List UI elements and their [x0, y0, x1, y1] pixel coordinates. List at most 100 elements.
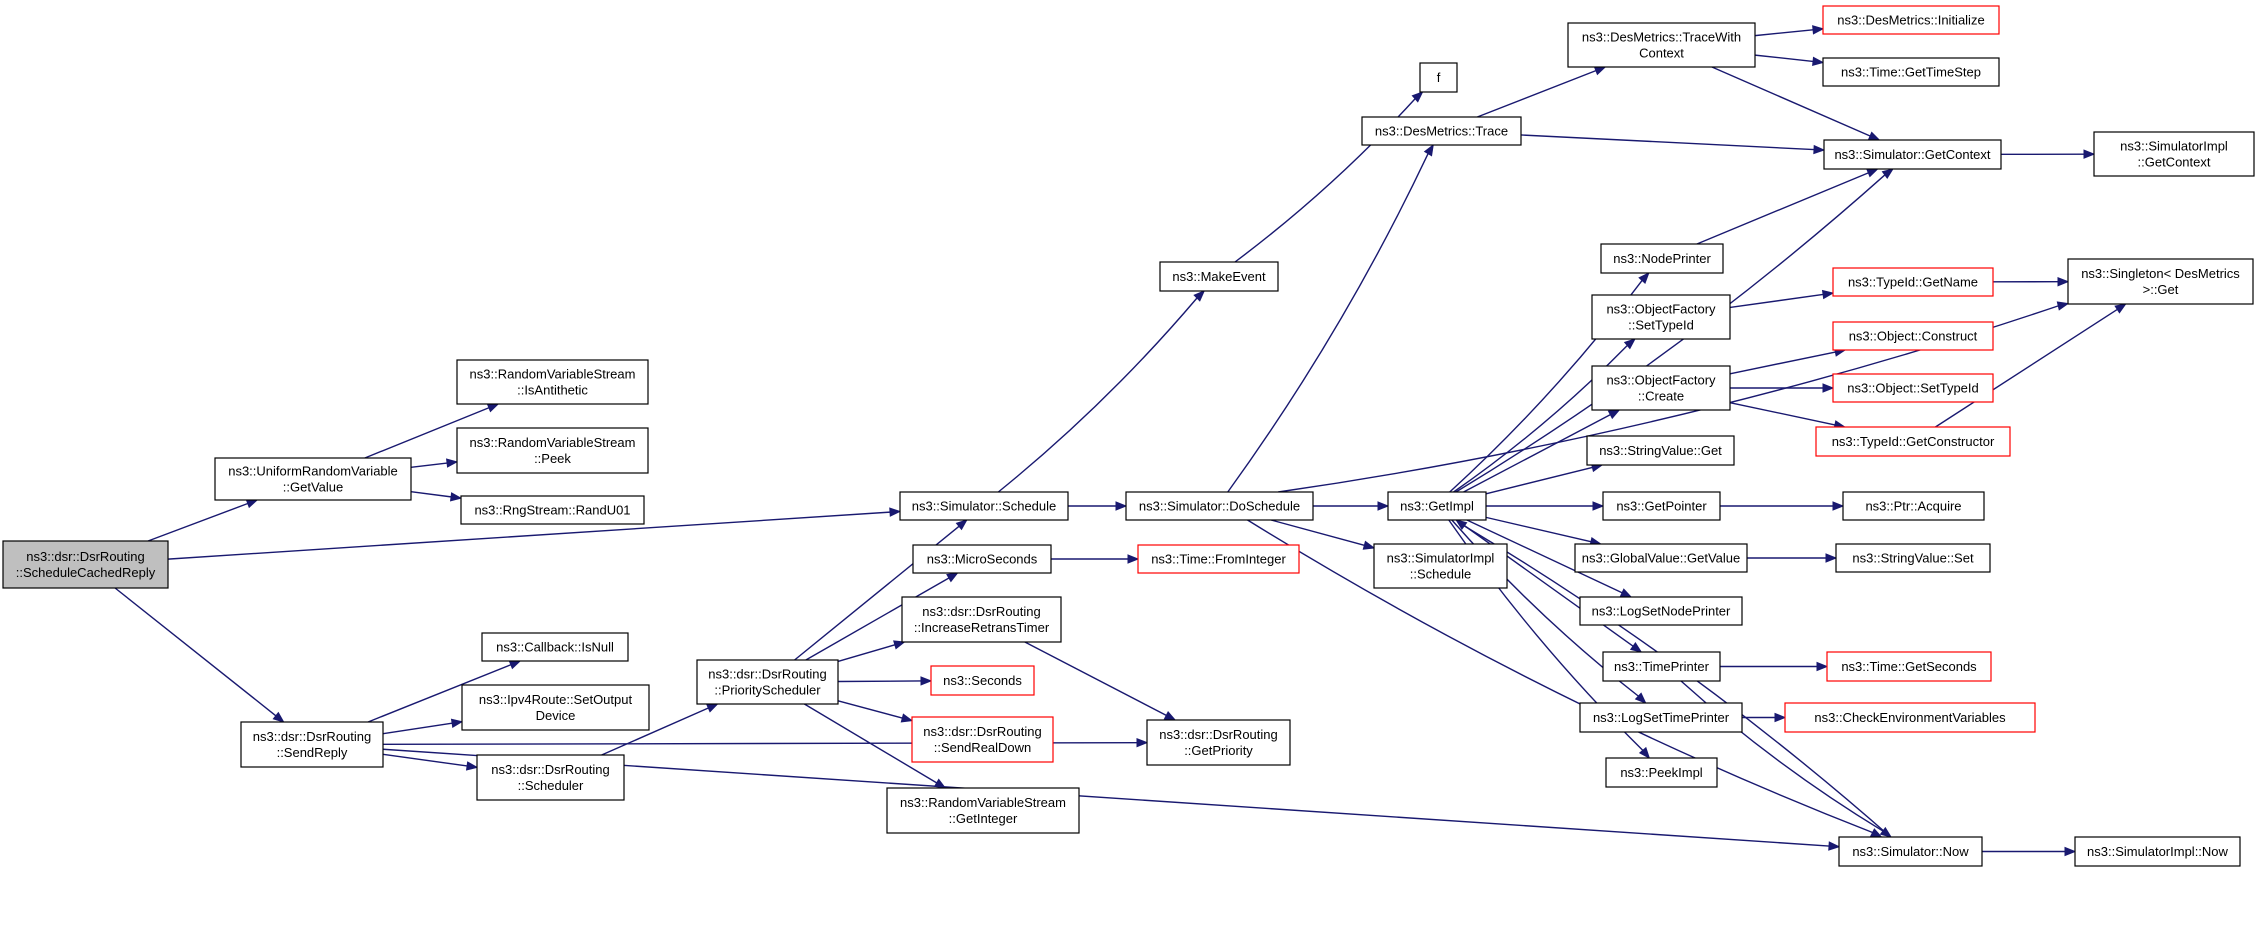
node-n31[interactable]: ns3::Time::GetSeconds — [1826, 651, 1992, 682]
node-n4[interactable]: ns3::RngStream::RandU01 — [460, 495, 645, 525]
node-n16[interactable]: ns3::GetImpl — [1387, 491, 1487, 521]
node-n15[interactable]: ns3::Singleton< DesMetrics>::Get — [2067, 258, 2254, 305]
node-box — [1579, 702, 1743, 733]
node-n17[interactable]: ns3::NodePrinter — [1600, 243, 1724, 274]
node-n44[interactable]: ns3::RandomVariableStream::GetInteger — [886, 787, 1080, 834]
edge-n9-to-n10 — [1477, 66, 1607, 118]
node-n42[interactable]: ns3::Seconds — [930, 665, 1035, 696]
node-box — [899, 491, 1069, 521]
edge-n0-to-n5 — [167, 507, 902, 560]
edge-n16-to-n27 — [1485, 516, 1603, 547]
node-n41[interactable]: ns3::dsr::DsrRouting::GetPriority — [1146, 719, 1291, 766]
node-label: ::PriorityScheduler — [714, 683, 821, 698]
node-box — [1832, 373, 1994, 403]
node-n0[interactable]: ns3::dsr::DsrRouting::ScheduleCachedRepl… — [2, 540, 169, 589]
node-n36[interactable]: ns3::SimulatorImpl::Now — [2074, 836, 2241, 867]
node-n39[interactable]: ns3::Time::FromInteger — [1137, 544, 1300, 574]
node-label: ns3::Object::Construct — [1849, 329, 1978, 344]
node-label: ns3::LogSetTimePrinter — [1593, 710, 1730, 725]
node-box — [2, 540, 169, 589]
edge-n45-to-n42 — [837, 676, 933, 686]
node-n22[interactable]: ns3::Object::SetTypeId — [1832, 373, 1994, 403]
edge-n0-to-n1 — [147, 499, 259, 542]
node-n14[interactable]: ns3::SimulatorImpl::GetContext — [2093, 131, 2255, 177]
node-box — [1373, 543, 1508, 589]
node-box — [1838, 836, 1983, 867]
node-n47[interactable]: ns3::Callback::IsNull — [481, 632, 629, 662]
node-n27[interactable]: ns3::GlobalValue::GetValue — [1574, 543, 1748, 573]
edge-n13-to-n14 — [2000, 149, 2096, 159]
edge-n23-to-n15 — [1935, 303, 2127, 428]
node-label: ns3::Time::GetSeconds — [1841, 659, 1977, 674]
node-n34[interactable]: ns3::PeekImpl — [1605, 757, 1718, 788]
node-label: ns3::ObjectFactory — [1606, 302, 1716, 317]
node-n49[interactable]: ns3::dsr::DsrRouting::Scheduler — [476, 754, 625, 801]
edge-n16-to-n30 — [1456, 519, 1643, 653]
node-n46[interactable]: ns3::dsr::DsrRouting::SendReply — [240, 721, 384, 768]
node-n25[interactable]: ns3::GetPointer — [1602, 491, 1721, 521]
node-label: ns3::SimulatorImpl — [2120, 139, 2228, 154]
node-box — [1823, 139, 2002, 170]
edge-n27-to-n28 — [1747, 553, 1838, 563]
node-n40[interactable]: ns3::dsr::DsrRouting::IncreaseRetransTim… — [901, 596, 1062, 643]
node-n32[interactable]: ns3::LogSetTimePrinter — [1579, 702, 1743, 733]
node-label: ns3::CheckEnvironmentVariables — [1814, 710, 2006, 725]
node-box — [1591, 365, 1731, 411]
node-n33[interactable]: ns3::CheckEnvironmentVariables — [1784, 702, 2036, 733]
node-n38[interactable]: ns3::MicroSeconds — [912, 544, 1052, 574]
node-label: ::Peek — [534, 451, 571, 466]
node-n11[interactable]: ns3::DesMetrics::Initialize — [1822, 5, 2000, 35]
node-label: ns3::Time::FromInteger — [1151, 552, 1286, 567]
edge-n38-to-n39 — [1050, 554, 1140, 564]
node-box — [901, 596, 1062, 643]
node-n35[interactable]: ns3::Simulator::Now — [1838, 836, 1983, 867]
node-label: ns3::DesMetrics::Initialize — [1837, 13, 1984, 28]
node-n21[interactable]: ns3::Object::Construct — [1832, 321, 1994, 351]
node-n30[interactable]: ns3::TimePrinter — [1602, 651, 1721, 682]
node-label: ns3::MakeEvent — [1172, 269, 1266, 284]
node-box — [1137, 544, 1300, 574]
node-label: ns3::TypeId::GetName — [1848, 275, 1978, 290]
node-label: >::Get — [2143, 282, 2179, 297]
nodes-layer: ns3::dsr::DsrRouting::ScheduleCachedRepl… — [2, 5, 2255, 867]
node-label: ::IncreaseRetransTimer — [914, 620, 1050, 635]
node-label: ns3::Time::GetTimeStep — [1841, 65, 1981, 80]
node-box — [911, 716, 1054, 763]
node-n18[interactable]: ns3::ObjectFactory::SetTypeId — [1591, 294, 1731, 340]
node-n2[interactable]: ns3::RandomVariableStream::IsAntithetic — [456, 359, 649, 405]
node-n7[interactable]: f — [1419, 62, 1458, 93]
node-n28[interactable]: ns3::StringValue::Set — [1835, 543, 1991, 573]
node-label: Context — [1639, 46, 1684, 61]
node-n8[interactable]: ns3::Simulator::DoSchedule — [1125, 491, 1314, 521]
node-n3[interactable]: ns3::RandomVariableStream::Peek — [456, 427, 649, 474]
edge-n16-to-n24 — [1485, 462, 1604, 495]
node-label: ns3::LogSetNodePrinter — [1592, 604, 1731, 619]
node-label: ::ScheduleCachedReply — [16, 565, 156, 580]
node-label: ns3::TimePrinter — [1614, 659, 1710, 674]
node-n26[interactable]: ns3::Ptr::Acquire — [1842, 491, 1985, 521]
node-n12[interactable]: ns3::Time::GetTimeStep — [1822, 57, 2000, 87]
edge-n1-to-n3 — [410, 458, 459, 469]
edge-n30-to-n31 — [1720, 661, 1829, 672]
node-n13[interactable]: ns3::Simulator::GetContext — [1823, 139, 2002, 170]
node-n19[interactable]: ns3::TypeId::GetName — [1832, 267, 1994, 297]
node-n1[interactable]: ns3::UniformRandomVariable::GetValue — [214, 457, 412, 501]
node-n24[interactable]: ns3::StringValue::Get — [1586, 435, 1735, 466]
node-n5[interactable]: ns3::Simulator::Schedule — [899, 491, 1069, 521]
node-box — [1146, 719, 1291, 766]
node-box — [240, 721, 384, 768]
node-n6[interactable]: ns3::MakeEvent — [1159, 261, 1279, 292]
node-n43[interactable]: ns3::dsr::DsrRouting::SendRealDown — [911, 716, 1054, 763]
node-n29[interactable]: ns3::LogSetNodePrinter — [1579, 596, 1743, 626]
node-label: ns3::RandomVariableStream — [470, 367, 636, 382]
node-n9[interactable]: ns3::DesMetrics::Trace — [1361, 116, 1522, 146]
node-n45[interactable]: ns3::dsr::DsrRouting::PriorityScheduler — [696, 659, 839, 705]
node-label: ns3::Object::SetTypeId — [1847, 381, 1979, 396]
node-n20[interactable]: ns3::ObjectFactory::Create — [1591, 365, 1731, 411]
node-n23[interactable]: ns3::TypeId::GetConstructor — [1815, 426, 2011, 457]
node-n37[interactable]: ns3::SimulatorImpl::Schedule — [1373, 543, 1508, 589]
node-label: ns3::Simulator::Now — [1852, 844, 1969, 859]
node-label: ns3::TypeId::GetConstructor — [1832, 434, 1995, 449]
